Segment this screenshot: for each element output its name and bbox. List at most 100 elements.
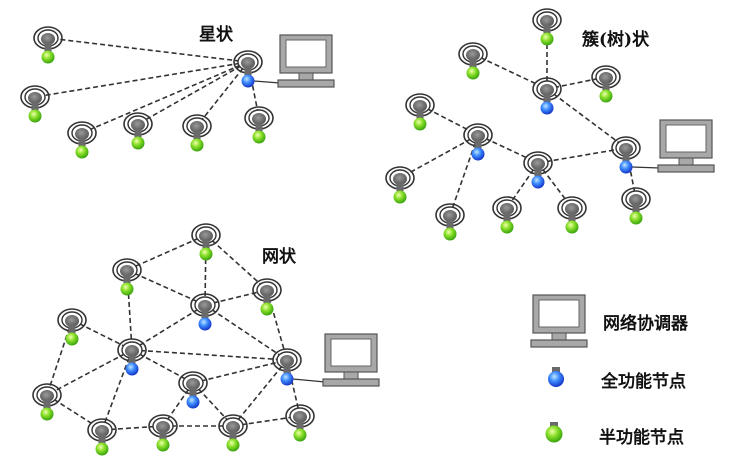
sensor-head <box>41 33 55 45</box>
sensor-body <box>416 110 424 119</box>
sensor-body <box>202 240 210 249</box>
coordinator-computer-icon <box>322 333 380 387</box>
sensor-body <box>263 295 271 304</box>
full-function-node <box>178 371 208 409</box>
mesh-nodes <box>32 223 315 456</box>
link-line <box>137 61 249 125</box>
sensor-body <box>189 388 197 397</box>
sensor-head <box>198 300 212 312</box>
sensor-head <box>131 119 145 131</box>
sensor-body <box>568 213 576 222</box>
sensor-body <box>134 129 142 138</box>
full-function-node <box>272 348 302 386</box>
sensor-head <box>156 421 170 433</box>
coordinator-computer-icon <box>277 34 335 88</box>
sensor-head <box>500 203 514 215</box>
full-function-node <box>190 293 220 331</box>
link-line <box>399 134 479 179</box>
sensor-body <box>193 131 201 140</box>
sensor-body <box>244 67 252 76</box>
sensor-head <box>466 49 480 61</box>
sensor-body <box>543 25 551 34</box>
green-led-icon <box>413 117 427 131</box>
green-led-icon <box>131 136 145 150</box>
link-line <box>546 88 627 149</box>
green-led-icon <box>65 332 79 346</box>
sensor-body <box>469 59 477 68</box>
reduced-function-node <box>148 414 178 452</box>
nodes-layer <box>20 8 651 456</box>
sensor-head <box>95 425 109 437</box>
sensor-head <box>28 92 42 104</box>
green-led-icon <box>156 438 170 452</box>
reduced-function-node <box>591 65 621 103</box>
sensor-body <box>44 43 52 52</box>
green-led-icon <box>75 145 89 159</box>
green-led-icon <box>540 32 554 46</box>
green-led-icon <box>28 109 42 123</box>
green-led-icon <box>41 50 55 64</box>
reduced-function-node <box>20 85 50 123</box>
green-led-icon <box>293 428 307 442</box>
green-led-icon <box>393 190 407 204</box>
blue-led-icon <box>125 362 139 376</box>
sensor-body <box>602 82 610 91</box>
sensor-head <box>471 130 485 142</box>
blue-led-icon <box>619 160 633 174</box>
sensor-body <box>622 153 630 162</box>
full-function-node <box>117 338 147 376</box>
blue-led-icon <box>471 147 485 161</box>
full-function-node <box>233 50 263 88</box>
full-function-node <box>463 123 493 161</box>
link-line <box>126 269 133 351</box>
green-led-icon <box>120 282 134 296</box>
sensor-head <box>413 100 427 112</box>
sensor-body <box>474 140 482 149</box>
reduced-function-node <box>67 121 97 159</box>
green-led-icon <box>443 227 457 241</box>
sensor-body <box>229 431 237 440</box>
link-line <box>419 104 479 136</box>
sensor-head <box>190 121 204 133</box>
coordinators-layer <box>253 34 715 387</box>
link-line <box>71 319 133 351</box>
mesh-topology-title: 网状 <box>262 247 296 267</box>
reduced-function-node <box>458 42 488 80</box>
sensor-body <box>68 325 76 334</box>
reduced-function-node <box>557 196 587 234</box>
reduced-function-node <box>57 308 87 346</box>
green-led-icon <box>40 407 54 421</box>
coordinator-cable <box>253 80 281 84</box>
coordinator-cable <box>292 378 326 383</box>
sensor-body <box>296 421 304 430</box>
star-nodes <box>20 26 274 159</box>
sensor-head <box>540 15 554 27</box>
legend-coordinator-label: 网络协调器 <box>603 314 688 334</box>
reduced-function-node <box>112 258 142 296</box>
link-line <box>131 349 194 384</box>
full-function-node <box>611 136 641 174</box>
sensor-body <box>503 213 511 222</box>
sensor-head <box>293 411 307 423</box>
sensor-body <box>534 168 542 177</box>
reduced-function-node <box>191 223 221 261</box>
green-led-icon <box>199 247 213 261</box>
green-led-icon <box>500 220 514 234</box>
legend-reduced-function-icon <box>545 422 563 443</box>
link-line <box>192 382 234 427</box>
full-function-node <box>532 77 562 115</box>
sensor-head <box>40 390 54 402</box>
coordinator-computer-icon <box>657 119 715 173</box>
legend-full-function-label: 全功能节点 <box>601 372 686 392</box>
link-line <box>46 349 133 396</box>
sensor-head <box>443 210 457 222</box>
green-led-icon <box>190 138 204 152</box>
reduced-function-node <box>285 404 315 442</box>
sensor-body <box>78 138 86 147</box>
sensor-head <box>260 285 274 297</box>
reduced-function-node <box>405 93 435 131</box>
reduced-function-node <box>492 196 522 234</box>
sensor-body <box>31 102 39 111</box>
cluster-nodes <box>385 8 651 241</box>
reduced-function-node <box>385 166 415 204</box>
